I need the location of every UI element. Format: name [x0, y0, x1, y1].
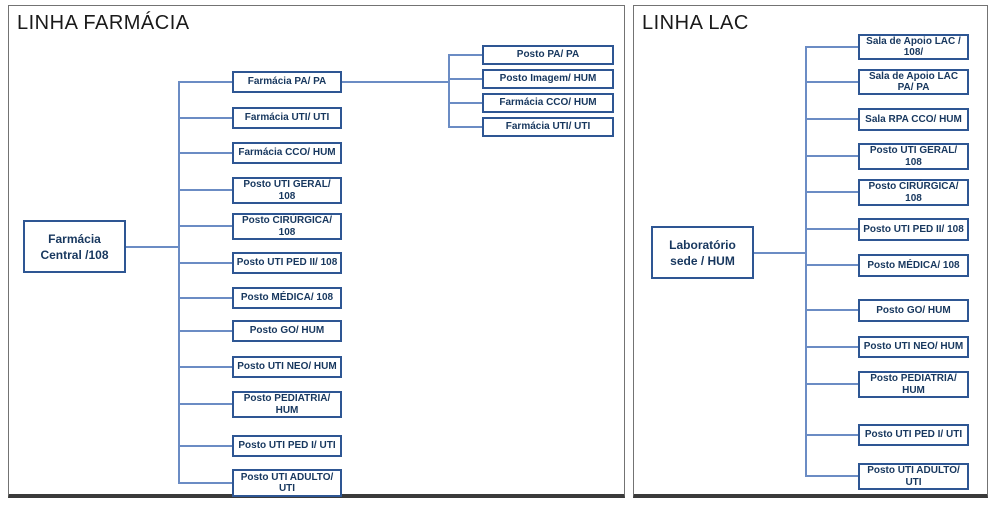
node-label: Sala de Apoio LAC PA/ PA [868, 70, 959, 94]
branch-connector-line [806, 191, 858, 193]
node-posto-uti-adulto: Posto UTI ADULTO/ UTI [858, 463, 969, 490]
branch-connector-line [806, 228, 858, 230]
node-posto-cirurgica: Posto CIRÚRGICA/ 108 [858, 179, 969, 206]
node-posto-uti-neo: Posto UTI NEO/ HUM [232, 356, 342, 378]
branch-connector-line [806, 383, 858, 385]
branch-connector-line [179, 262, 232, 264]
node-label: Posto UTI ADULTO/ UTI [867, 465, 960, 488]
node-label: Farmácia UTI/ UTI [505, 121, 591, 133]
branch-connector-line [179, 403, 232, 405]
node-posto-go: Posto GO/ HUM [232, 320, 342, 342]
node-posto-uti-geral: Posto UTI GERAL/ 108 [232, 177, 342, 204]
node-sala-apoio-lac-pa: Sala de Apoio LAC PA/ PA [858, 69, 969, 95]
node-posto-medica: Posto MÉDICA/ 108 [858, 254, 969, 277]
branch-connector-line [806, 434, 858, 436]
branch-connector-line [806, 264, 858, 266]
pa-child-connector-line [449, 126, 482, 128]
node-sala-apoio-lac-108: Sala de Apoio LAC / 108/ [858, 34, 969, 60]
node-label: Farmácia UTI/ UTI [244, 112, 330, 124]
node-label: Posto Imagem/ HUM [499, 73, 597, 85]
node-posto-imagem: Posto Imagem/ HUM [482, 69, 614, 89]
node-label: Laboratório sede / HUM [669, 237, 736, 268]
branch-connector-line [806, 346, 858, 348]
node-label: Sala de Apoio LAC / 108/ [866, 35, 961, 59]
branch-connector-line [179, 297, 232, 299]
node-posto-pediatria: Posto PEDIATRIA/ HUM [858, 371, 969, 398]
linha-farmacia-title: LINHA FARMÁCIA [17, 12, 190, 34]
node-label: Posto UTI ADULTO/ UTI [240, 471, 334, 495]
linha-lac-title: LINHA LAC [642, 12, 749, 34]
linha-lac-panel: LINHA LAC Laboratório sede / HUM Sala de… [633, 5, 988, 498]
node-label: Posto UTI NEO/ HUM [863, 341, 964, 353]
pa-child-connector-line [449, 78, 482, 80]
node-label: Posto UTI GERAL/ 108 [869, 145, 958, 168]
node-farmacia-cco: Farmácia CCO/ HUM [232, 142, 342, 164]
node-label: Posto UTI PED II/ 108 [236, 257, 338, 269]
branch-connector-line [179, 366, 232, 368]
node-posto-go: Posto GO/ HUM [858, 299, 969, 322]
node-label: Farmácia CCO/ HUM [499, 97, 597, 109]
node-label: Posto UTI PED I/ UTI [238, 440, 336, 452]
node-label: Posto MÉDICA/ 108 [867, 259, 960, 271]
node-posto-uti-ped-ii: Posto UTI PED II/ 108 [232, 252, 342, 274]
node-label: Posto GO/ HUM [876, 304, 951, 316]
node-posto-pediatria: Posto PEDIATRIA/ HUM [232, 391, 342, 418]
root-connector-line [754, 252, 806, 254]
branch-connector-line [179, 117, 232, 119]
node-label: Posto UTI NEO/ HUM [237, 361, 337, 373]
node-farmacia-cco-hum: Farmácia CCO/ HUM [482, 93, 614, 113]
node-label: Posto UTI GERAL/ 108 [243, 179, 331, 202]
node-posto-medica: Posto MÉDICA/ 108 [232, 287, 342, 309]
node-label: Farmácia CCO/ HUM [238, 147, 336, 159]
node-farmacia-pa: Farmácia PA/ PA [232, 71, 342, 93]
node-farmacia-central: Farmácia Central /108 [23, 220, 126, 273]
branch-connector-line [179, 225, 232, 227]
branch-connector-line [806, 81, 858, 83]
trunk-connector-line [805, 46, 807, 477]
node-posto-uti-geral: Posto UTI GERAL/ 108 [858, 143, 969, 170]
linha-farmacia-panel: LINHA FARMÁCIA Farmácia Central /108 Far… [8, 5, 625, 498]
node-posto-cirurgica: Posto CIRÚRGICA/ 108 [232, 213, 342, 240]
branch-connector-line [179, 189, 232, 191]
node-posto-uti-adulto: Posto UTI ADULTO/ UTI [232, 469, 342, 497]
trunk-connector-line [178, 81, 180, 484]
node-label: Posto UTI PED I/ UTI [864, 429, 963, 441]
pa-trunk-connector-line [448, 54, 450, 128]
branch-connector-line [179, 81, 232, 83]
branch-connector-line [179, 152, 232, 154]
node-label: Farmácia Central /108 [40, 231, 109, 262]
node-farmacia-uti-uti: Farmácia UTI/ UTI [482, 117, 614, 137]
branch-connector-line [179, 330, 232, 332]
node-label: Posto GO/ HUM [249, 325, 325, 337]
node-label: Posto PA/ PA [516, 49, 580, 61]
node-label: Posto PEDIATRIA/ HUM [243, 393, 331, 416]
branch-connector-line [806, 309, 858, 311]
root-connector-line [126, 246, 179, 248]
branch-connector-line [806, 118, 858, 120]
node-label: Sala RPA CCO/ HUM [865, 113, 962, 125]
branch-connector-line [806, 475, 858, 477]
node-sala-rpa-cco: Sala RPA CCO/ HUM [858, 108, 969, 131]
node-posto-uti-ped-i: Posto UTI PED I/ UTI [232, 435, 342, 457]
node-posto-pa: Posto PA/ PA [482, 45, 614, 65]
node-posto-uti-ped-ii: Posto UTI PED II/ 108 [858, 218, 969, 241]
node-farmacia-uti: Farmácia UTI/ UTI [232, 107, 342, 129]
pa-child-connector-line [449, 102, 482, 104]
branch-connector-line [179, 482, 232, 484]
node-label: Posto MÉDICA/ 108 [240, 292, 334, 304]
pa-child-connector-line [449, 54, 482, 56]
node-posto-uti-ped-i: Posto UTI PED I/ UTI [858, 424, 969, 446]
node-posto-uti-neo: Posto UTI NEO/ HUM [858, 336, 969, 358]
pa-branch-connector-line [342, 81, 449, 83]
branch-connector-line [806, 155, 858, 157]
node-laboratorio-sede: Laboratório sede / HUM [651, 226, 754, 279]
branch-connector-line [179, 445, 232, 447]
node-label: Posto CIRÚRGICA/ 108 [868, 181, 959, 204]
node-label: Posto CIRÚRGICA/ 108 [242, 215, 332, 238]
branch-connector-line [806, 46, 858, 48]
node-label: Farmácia PA/ PA [247, 76, 327, 88]
node-label: Posto UTI PED II/ 108 [863, 223, 964, 235]
node-label: Posto PEDIATRIA/ HUM [870, 373, 957, 396]
